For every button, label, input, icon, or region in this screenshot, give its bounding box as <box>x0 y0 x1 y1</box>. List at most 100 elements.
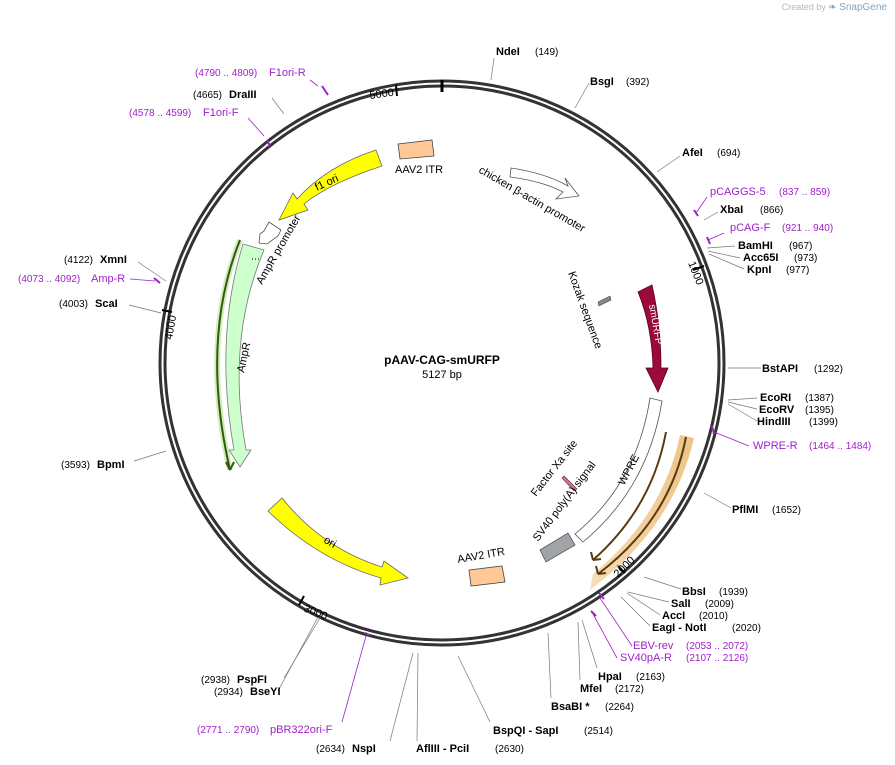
feature-f1-ori[interactable]: f1 ori <box>278 149 383 221</box>
feature-ori[interactable]: ori <box>267 497 409 586</box>
site-ndei[interactable]: NdeI(149) <box>496 46 558 58</box>
primer-ampr[interactable]: (4073 .. 4092)Amp-R <box>18 273 125 285</box>
svg-text:(967): (967) <box>789 241 812 252</box>
primer-pcagf[interactable]: pCAG-F(921 .. 940) <box>730 222 833 234</box>
site-draiii[interactable]: (4665)DraIII <box>193 89 257 101</box>
svg-text:pCAGGS-5: pCAGGS-5 <box>710 186 766 198</box>
site-eagi-noti[interactable]: EagI - NotI(2020) <box>652 622 761 634</box>
svg-text:XbaI: XbaI <box>720 204 743 216</box>
svg-text:EagI - NotI: EagI - NotI <box>652 622 706 634</box>
svg-text:Acc65I: Acc65I <box>743 252 778 264</box>
primer-f1orif[interactable]: (4578 .. 4599) F1ori-F <box>129 107 239 119</box>
svg-text:(2771 .. 2790): (2771 .. 2790) <box>197 725 259 736</box>
svg-text:PspFI: PspFI <box>237 674 267 686</box>
svg-text:F1ori-F: F1ori-F <box>203 107 239 119</box>
svg-text:BsgI: BsgI <box>590 76 614 88</box>
site-pflmi[interactable]: PflMI(1652) <box>732 504 801 516</box>
svg-text:(392): (392) <box>626 77 649 88</box>
feature-aav2-itr-bottom[interactable]: AAV2 ITR <box>456 546 506 587</box>
svg-text:HindIII: HindIII <box>757 416 791 428</box>
site-bspqi-sapi[interactable]: BspQI - SapI(2514) <box>493 725 613 737</box>
site-sali[interactable]: SalI(2009) <box>671 598 734 610</box>
svg-text:(1652): (1652) <box>772 505 801 516</box>
primer-wprer[interactable]: WPRE-R (1464 .. 1484) <box>753 440 871 452</box>
svg-text:Amp-R: Amp-R <box>91 273 125 285</box>
svg-text:(1399): (1399) <box>809 417 838 428</box>
site-ecori[interactable]: EcoRI (1387) <box>760 392 834 404</box>
svg-text:(4003): (4003) <box>59 299 88 310</box>
svg-text:BspQI - SapI: BspQI - SapI <box>493 725 558 737</box>
svg-text:(2009): (2009) <box>705 599 734 610</box>
site-nspi[interactable]: (2634) NspI <box>316 743 376 755</box>
aav2-itr-top-label: AAV2 ITR <box>395 164 443 176</box>
svg-text:AccI: AccI <box>662 610 685 622</box>
svg-text:(1464 .. 1484): (1464 .. 1484) <box>809 441 871 452</box>
feature-kozak[interactable]: Kozak sequence <box>565 270 612 351</box>
site-xmni[interactable]: (4122)XmnI <box>64 254 127 266</box>
site-scai[interactable]: (4003)ScaI <box>59 298 118 310</box>
svg-text:AflIII - PciI: AflIII - PciI <box>416 743 469 755</box>
plasmid-size: 5127 bp <box>422 369 462 381</box>
site-bsabi[interactable]: BsaBI *(2264) <box>551 701 634 713</box>
svg-text:(694): (694) <box>717 148 740 159</box>
primer-ebvrev[interactable]: EBV-rev(2053 .. 2072) <box>633 640 748 652</box>
f1-ori-label: f1 ori <box>313 173 340 194</box>
tick-4000: 4000 <box>163 314 179 340</box>
feature-aav2-itr-top[interactable]: AAV2 ITR <box>395 139 443 176</box>
svg-text:(2634): (2634) <box>316 744 345 755</box>
svg-text:EcoRI: EcoRI <box>760 392 791 404</box>
site-ecorv[interactable]: EcoRV (1395) <box>759 404 834 416</box>
svg-text:(1939): (1939) <box>719 587 748 598</box>
site-bsgi[interactable]: BsgI (392) <box>590 76 649 88</box>
site-acc65i[interactable]: Acc65I(973) <box>743 252 817 264</box>
site-xbai[interactable]: XbaI (866) <box>720 204 783 216</box>
snapgene-brand: SnapGene <box>839 2 887 13</box>
svg-text:MfeI: MfeI <box>580 683 602 695</box>
feature-ampr-orf-line[interactable] <box>214 238 243 471</box>
plasmid-name: pAAV-CAG-smURFP <box>384 353 500 367</box>
site-afliii-pcii[interactable]: AflIII - PciI(2630) <box>416 743 524 755</box>
svg-text:F1ori-R: F1ori-R <box>269 67 306 79</box>
svg-text:EcoRV: EcoRV <box>759 404 795 416</box>
svg-text:(1387): (1387) <box>805 393 834 404</box>
svg-text:(2934): (2934) <box>214 687 243 698</box>
site-mfei[interactable]: MfeI(2172) <box>580 683 644 695</box>
svg-text:(2264): (2264) <box>605 702 634 713</box>
svg-text:(4665): (4665) <box>193 90 222 101</box>
svg-text:(1395): (1395) <box>805 405 834 416</box>
svg-text:NdeI: NdeI <box>496 46 520 58</box>
site-bseyi[interactable]: (2934)BseYI <box>214 686 281 698</box>
feature-smurfp[interactable]: smURFP <box>637 284 669 393</box>
ampr-continuation: ⋯ <box>251 254 260 264</box>
tick-5000: 5000 <box>369 87 395 102</box>
primer-pcaggs5[interactable]: pCAGGS-5 (837 .. 859) <box>710 186 830 198</box>
svg-text:BamHI: BamHI <box>738 240 773 252</box>
primer-pbr322orif[interactable]: (2771 .. 2790)pBR322ori-F <box>197 724 333 736</box>
primer-f1orir[interactable]: (4790 .. 4809)F1ori-R <box>195 67 306 79</box>
svg-text:NspI: NspI <box>352 743 376 755</box>
site-afei[interactable]: AfeI(694) <box>682 147 740 159</box>
site-pspfi[interactable]: (2938)PspFI <box>201 674 267 686</box>
site-hpai[interactable]: HpaI(2163) <box>598 671 665 683</box>
svg-text:(866): (866) <box>760 205 783 216</box>
svg-text:(837 .. 859): (837 .. 859) <box>779 187 830 198</box>
site-bpmi[interactable]: (3593)BpmI <box>61 459 125 471</box>
site-acci[interactable]: AccI(2010) <box>662 610 728 622</box>
feature-wpre-orf-highlight[interactable] <box>590 431 694 590</box>
svg-text:SV40pA-R: SV40pA-R <box>620 652 672 664</box>
kozak-label: Kozak sequence <box>565 270 604 351</box>
svg-text:(2053 .. 2072): (2053 .. 2072) <box>686 641 748 652</box>
site-bamhi[interactable]: BamHI (967) <box>738 240 812 252</box>
feature-chicken-actin-promoter[interactable]: chicken β-actin promoter <box>477 164 588 235</box>
site-hindiii[interactable]: HindIII (1399) <box>757 416 838 428</box>
site-kpni[interactable]: KpnI(977) <box>747 264 809 276</box>
svg-text:(4578 .. 4599): (4578 .. 4599) <box>129 108 191 119</box>
primer-sv40par[interactable]: SV40pA-R(2107 .. 2126) <box>620 652 748 664</box>
site-bbsi[interactable]: BbsI (1939) <box>682 586 748 598</box>
svg-text:BbsI: BbsI <box>682 586 706 598</box>
svg-text:(921 .. 940): (921 .. 940) <box>782 223 833 234</box>
ori-label: ori <box>322 534 339 551</box>
svg-text:WPRE-R: WPRE-R <box>753 440 798 452</box>
svg-text:BpmI: BpmI <box>97 459 125 471</box>
site-bstapi[interactable]: BstAPI(1292) <box>762 363 843 375</box>
